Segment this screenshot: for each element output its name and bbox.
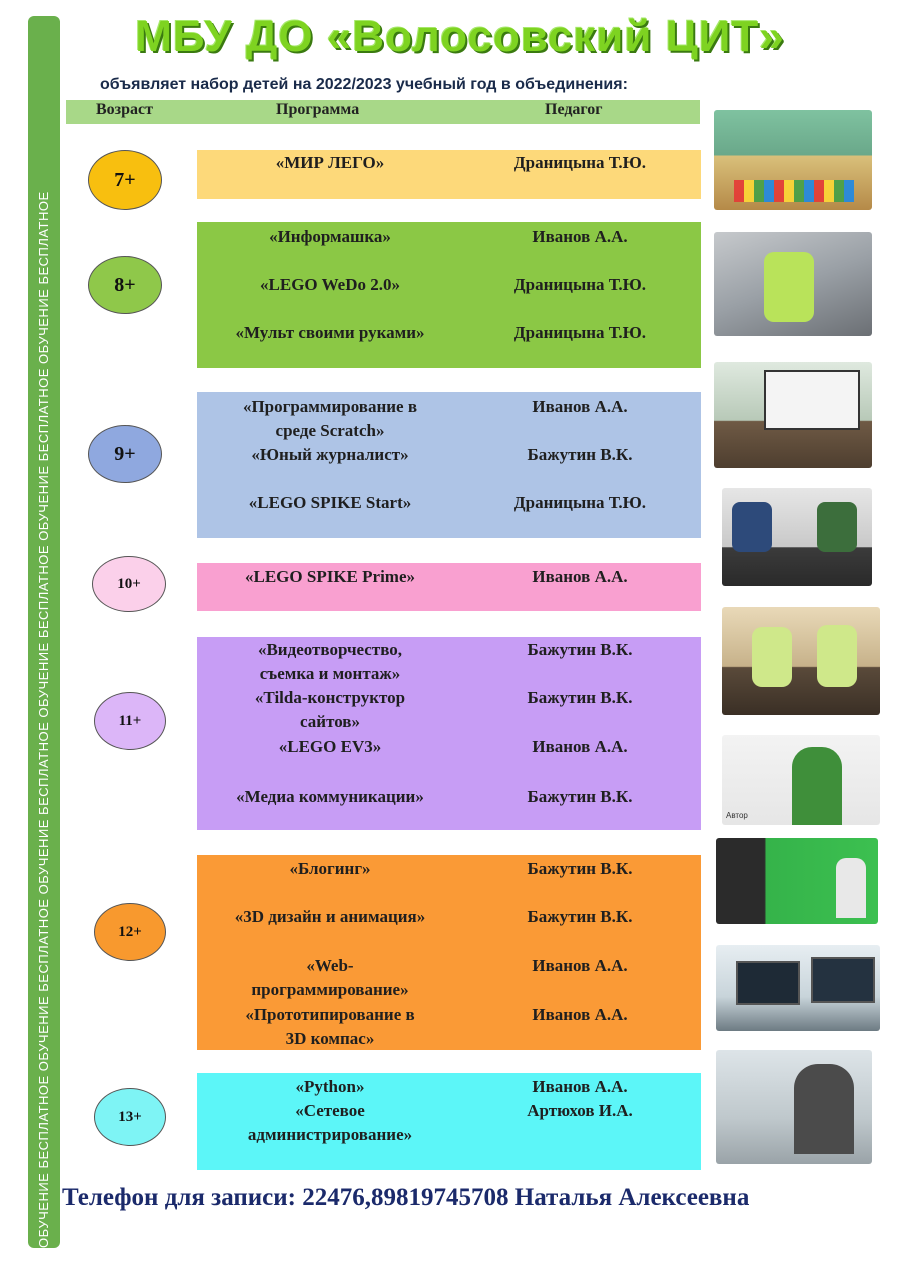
teacher: Иванов А.А.: [532, 397, 628, 416]
group-7-block: [197, 150, 701, 199]
header-program: Программа: [276, 101, 360, 118]
photo-scratch: [714, 362, 872, 468]
age-badge-8: 8+: [88, 256, 162, 314]
photo-3d: [716, 945, 880, 1031]
age-badge-12: 12+: [94, 903, 166, 961]
program-python: «Python»: [295, 1077, 365, 1096]
teacher: Иванов А.А.: [532, 737, 628, 756]
program-young-journalist: «Юный журналист»: [251, 445, 409, 464]
program-web-l1: «Web-: [306, 956, 354, 975]
program-tilda-l2: сайтов»: [300, 712, 360, 731]
age-badge-13: 13+: [94, 1088, 166, 1146]
teacher: Иванов А.А.: [532, 1005, 628, 1024]
program-network-l2: администрирование»: [247, 1125, 413, 1144]
teacher: Бажутин В.К.: [527, 688, 633, 707]
program-informashka: «Информашка»: [269, 227, 391, 246]
program-web-l2: программирование»: [251, 980, 409, 999]
photo-network: [716, 1050, 872, 1164]
photo-blogging: [716, 838, 878, 924]
group-10-block: [197, 563, 701, 611]
program-network-l1: «Сетевое: [295, 1101, 365, 1120]
photo-caption: Автор: [726, 811, 748, 820]
teacher: Иванов А.А.: [532, 567, 628, 586]
photo-wedo: [714, 232, 872, 336]
program-scratch-l2: среде Scratch»: [275, 421, 385, 440]
teacher: Драницына Т.Ю.: [513, 275, 647, 294]
teacher: Иванов А.А.: [532, 1077, 628, 1096]
page-subtitle: объявляет набор детей на 2022/2023 учебн…: [100, 76, 628, 93]
side-strip: ОБУЧЕНИЕ БЕСПЛАТНОЕ ОБУЧЕНИЕ БЕСПЛАТНОЕ …: [28, 16, 60, 1248]
program-proto-l2: 3D компас»: [285, 1029, 375, 1048]
group-9-block: [197, 392, 701, 538]
teacher: Бажутин В.К.: [527, 640, 633, 659]
teacher: Иванов А.А.: [532, 227, 628, 246]
table-header-bar: [66, 100, 700, 124]
teacher: Драницына Т.Ю.: [513, 493, 647, 512]
program-3d-design: «3D дизайн и анимация»: [234, 907, 426, 926]
teacher: Артюхов И.А.: [527, 1101, 633, 1120]
group-11-block: [197, 637, 701, 830]
photo-spike: [722, 488, 872, 586]
program-spike-prime: «LEGO SPIKE Prime»: [245, 567, 415, 586]
group-13-block: [197, 1073, 701, 1170]
program-scratch-l1: «Программирование в: [242, 397, 418, 416]
program-video-l1: «Видеотворчество,: [257, 640, 403, 659]
age-badge-11: 11+: [94, 692, 166, 750]
program-proto-l1: «Прототипирование в: [245, 1005, 415, 1024]
teacher: Бажутин В.К.: [527, 787, 633, 806]
age-badge-7: 7+: [88, 150, 162, 210]
program-mult: «Мульт своими руками»: [235, 323, 425, 342]
teacher: Драницына Т.Ю.: [513, 153, 647, 172]
photo-media: Автор: [722, 735, 880, 825]
phone-line: Телефон для записи: 22476,89819745708 На…: [62, 1184, 750, 1211]
teacher: Драницына Т.Ю.: [513, 323, 647, 342]
program-blogging: «Блогинг»: [289, 859, 371, 878]
side-label: ОБУЧЕНИЕ БЕСПЛАТНОЕ ОБУЧЕНИЕ БЕСПЛАТНОЕ …: [36, 191, 51, 1248]
photo-lego-kids: [714, 110, 872, 210]
teacher: Бажутин В.К.: [527, 859, 633, 878]
program-video-l2: съемка и монтаж»: [259, 664, 401, 683]
group-8-block: [197, 222, 701, 368]
teacher: Иванов А.А.: [532, 956, 628, 975]
header-teacher: Педагог: [545, 101, 603, 118]
page-title: МБУ ДО «Волосовский ЦИТ»: [135, 12, 785, 61]
program-lego-wedo: «LEGO WeDo 2.0»: [260, 275, 400, 294]
group-12-block: [197, 855, 701, 1050]
program-spike-start: «LEGO SPIKE Start»: [248, 493, 412, 512]
header-age: Возраст: [96, 101, 153, 118]
teacher: Бажутин В.К.: [527, 445, 633, 464]
program-media: «Медиа коммуникации»: [236, 787, 424, 806]
program-tilda-l1: «Tilda-конструктор: [254, 688, 406, 707]
program-lego-world: «МИР ЛЕГО»: [275, 153, 385, 172]
program-lego-ev3: «LEGO EV3»: [278, 737, 382, 756]
teacher: Бажутин В.К.: [527, 907, 633, 926]
photo-video: [722, 607, 880, 715]
age-badge-10: 10+: [92, 556, 166, 612]
age-badge-9: 9+: [88, 425, 162, 483]
